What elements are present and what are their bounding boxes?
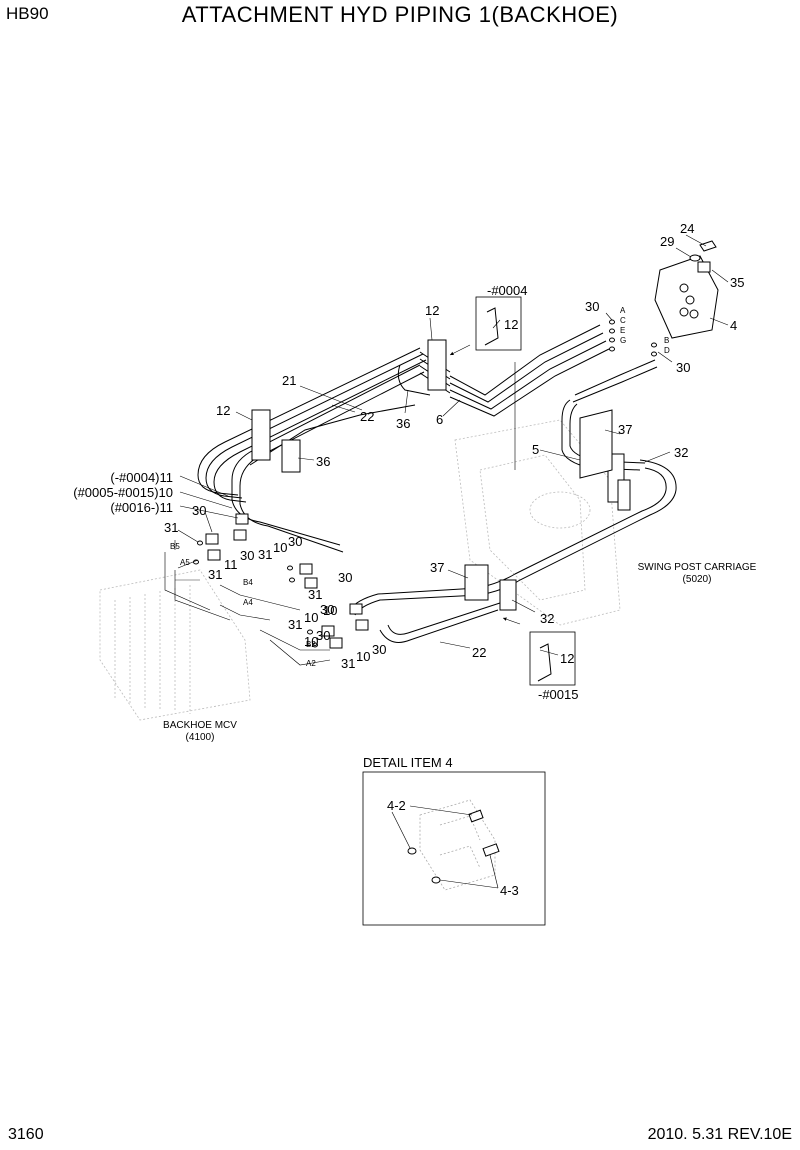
- callout-10-m4a: 10: [304, 634, 318, 649]
- serial-range-a: (-#0004)11: [110, 470, 173, 485]
- clamp-12-serial-0004: [484, 307, 499, 346]
- mcv-label: BACKHOE MCV: [163, 720, 237, 731]
- port-b5: B5: [170, 542, 180, 551]
- leader-lines: [164, 234, 729, 666]
- callout-32-right: 32: [674, 445, 688, 460]
- callout-30-top: 30: [585, 299, 599, 314]
- model-code: HB90: [6, 4, 49, 23]
- port-a5: A5: [180, 558, 190, 567]
- bolt-24: [699, 240, 717, 252]
- port-b: B: [664, 336, 669, 345]
- callout-29: 29: [660, 234, 674, 249]
- swing-post-carriage-outline: [454, 419, 621, 626]
- callout-30-m2: 30: [338, 570, 352, 585]
- callout-32-mid: 32: [540, 611, 554, 626]
- bracket-36-mid: [397, 364, 431, 396]
- callout-30-l2: 30: [240, 548, 254, 563]
- callout-10-m3: 10: [304, 610, 318, 625]
- detail-title: DETAIL ITEM 4: [363, 755, 453, 770]
- serial-box-0004: [475, 296, 522, 351]
- callout-12-box2: 12: [560, 651, 574, 666]
- callout-12-left: 12: [216, 403, 230, 418]
- port-a2: A2: [306, 659, 316, 668]
- callout-31-m1: 31: [258, 547, 272, 562]
- plug-35: [697, 261, 711, 273]
- port-d: D: [664, 346, 670, 355]
- callout-10-m3b: 10: [323, 603, 337, 618]
- clamp-12-top: [427, 339, 447, 391]
- callout-12-box1: 12: [504, 317, 518, 332]
- page-number: 3160: [8, 1126, 44, 1143]
- swing-post-code: (5020): [683, 574, 712, 585]
- serial-range-c: (#0016-)11: [110, 500, 173, 515]
- page-title: ATTACHMENT HYD PIPING 1(BACKHOE): [181, 2, 619, 27]
- clamp-12-serial-0015: [537, 643, 552, 682]
- swing-post-label: SWING POST CARRIAGE: [638, 562, 757, 573]
- bracket-5: [579, 409, 613, 479]
- serial-0004: -#0004: [487, 283, 527, 298]
- callout-31-m4: 31: [341, 656, 355, 671]
- backhoe-mcv-outline: [99, 569, 251, 721]
- washer-29: [689, 254, 701, 262]
- port-c: C: [620, 316, 626, 325]
- serial-0015: -#0015: [538, 687, 578, 702]
- clamp-12-left: [251, 409, 271, 461]
- port-g: G: [620, 336, 626, 345]
- callout-6: 6: [436, 412, 443, 427]
- port-b4: B4: [243, 578, 253, 587]
- manifold-block-4: [654, 240, 719, 339]
- serial-box-0015: [529, 631, 576, 686]
- port-e: E: [620, 326, 625, 335]
- callout-37-right: 37: [618, 422, 632, 437]
- callout-10-m1: 10: [273, 540, 287, 555]
- callout-24: 24: [680, 221, 694, 236]
- serial-range-b: (#0005-#0015)10: [73, 485, 173, 500]
- callout-5: 5: [532, 442, 539, 457]
- callout-12-top: 12: [425, 303, 439, 318]
- callout-10-m4: 10: [356, 649, 370, 664]
- detail-item-4: DETAIL ITEM 4 4-2 4-3: [362, 755, 546, 926]
- callout-4-3: 4-3: [500, 883, 519, 898]
- callout-4-2: 4-2: [387, 798, 406, 813]
- callout-36-left: 36: [316, 454, 330, 469]
- callout-22-bot: 22: [472, 645, 486, 660]
- clamp-32-mid: [499, 579, 517, 611]
- bracket-37-mid: [464, 564, 489, 601]
- callout-4: 4: [730, 318, 737, 333]
- callout-31-m2: 31: [308, 587, 322, 602]
- fittings: [205, 513, 369, 649]
- clamps: [251, 339, 631, 611]
- callout-30-m1: 30: [288, 534, 302, 549]
- port-a: A: [620, 306, 626, 315]
- callout-30-right: 30: [676, 360, 690, 375]
- callout-30-m3: 30: [320, 602, 334, 617]
- callout-31-l2: 31: [208, 567, 222, 582]
- callout-30-l1: 30: [192, 503, 206, 518]
- mcv-code: (4100): [186, 732, 215, 743]
- callout-30-m4: 30: [372, 642, 386, 657]
- bracket-37-right: [617, 479, 631, 511]
- callout-35: 35: [730, 275, 744, 290]
- callout-37-mid: 37: [430, 560, 444, 575]
- detail-frame: [362, 771, 546, 926]
- bracket-36-left: [281, 439, 301, 473]
- callout-11-l: 11: [224, 557, 238, 572]
- port-a4: A4: [243, 598, 253, 607]
- revision-date: 2010. 5.31 REV.10E: [647, 1126, 792, 1143]
- callout-31-l1: 31: [164, 520, 178, 535]
- callout-labels: 24 29 35 4 30 30 A C E G B D -#0004 12 1…: [73, 221, 756, 743]
- callout-36-mid: 36: [396, 416, 410, 431]
- o-rings: [193, 319, 657, 648]
- callout-22-top: 22: [360, 409, 374, 424]
- callout-31-m3: 31: [288, 617, 302, 632]
- port-b2: B2: [306, 640, 316, 649]
- callout-30-m4a: 30: [316, 628, 330, 643]
- callout-21: 21: [282, 373, 296, 388]
